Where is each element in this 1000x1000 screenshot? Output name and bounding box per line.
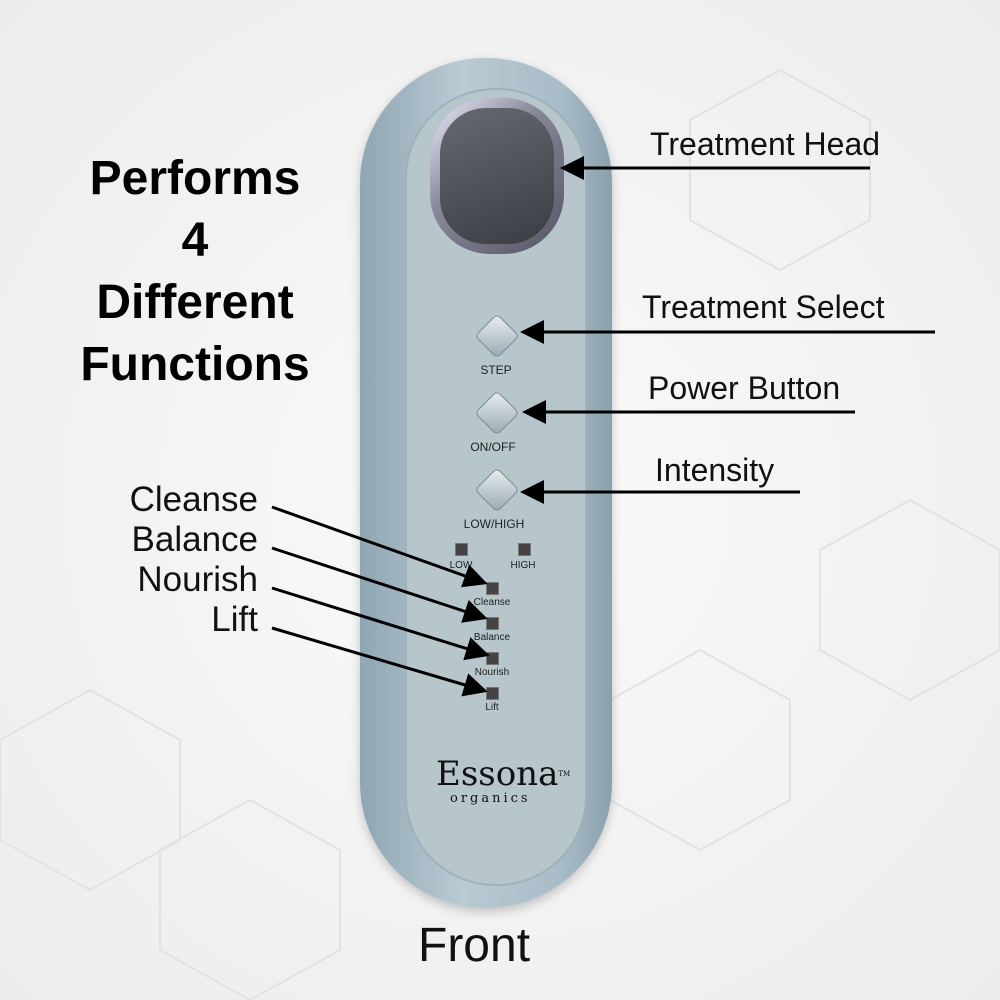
arrow-lift xyxy=(271,626,488,697)
arrow-balance xyxy=(271,546,488,623)
onoff-label: ON/OFF xyxy=(470,440,516,454)
brand-name: Essona xyxy=(436,754,559,794)
headline: Performs 4 Different Functions xyxy=(40,148,350,396)
caption: Front xyxy=(418,919,531,972)
balance-led xyxy=(486,617,499,630)
lowhigh-label: LOW/HIGH xyxy=(463,517,525,531)
brand-tm: TM xyxy=(558,770,571,778)
arrow-cleanse xyxy=(271,505,488,588)
treatment-head-plate xyxy=(440,108,554,244)
headline-line: Different xyxy=(96,276,294,329)
label-intensity: Intensity xyxy=(655,452,775,488)
label-nourish: Nourish xyxy=(137,560,258,599)
high-led xyxy=(518,543,531,556)
brand-sub: organics xyxy=(450,791,531,806)
high-label: HIGH xyxy=(510,560,536,571)
step-label: STEP xyxy=(480,363,512,377)
label-cleanse: Cleanse xyxy=(129,480,258,519)
arrow-nourish xyxy=(271,586,490,661)
headline-line: 4 xyxy=(181,214,209,267)
lift-label: Lift xyxy=(485,702,499,713)
low-label: LOW xyxy=(449,560,473,571)
label-power-button: Power Button xyxy=(648,370,841,406)
label-treatment-head: Treatment Head xyxy=(650,126,881,162)
headline-line: Functions xyxy=(80,338,310,391)
nourish-label: Nourish xyxy=(474,667,510,678)
headline-line: Performs xyxy=(89,152,301,205)
cleanse-led xyxy=(486,582,499,595)
label-lift: Lift xyxy=(211,600,258,639)
label-balance: Balance xyxy=(131,520,258,559)
low-led xyxy=(455,543,468,556)
brand-logo: EssonaTM organics xyxy=(436,757,570,806)
balance-label: Balance xyxy=(473,632,511,643)
label-treatment-select: Treatment Select xyxy=(642,289,885,325)
cleanse-label: Cleanse xyxy=(473,597,511,608)
